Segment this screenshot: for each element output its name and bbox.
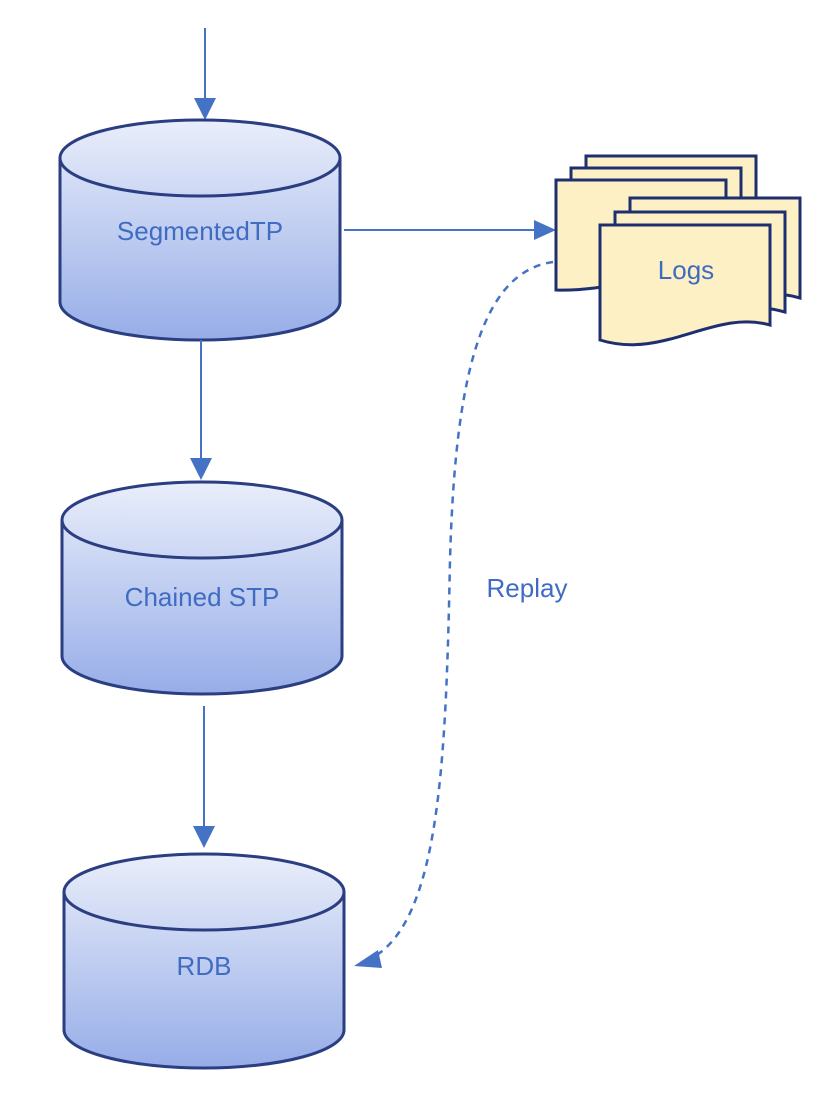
arrow-segmentedtp-to-logs	[344, 220, 556, 240]
logs-label: Logs	[658, 255, 714, 285]
rdb-label: RDB	[177, 951, 232, 981]
segmented-tp-node: SegmentedTP	[58, 118, 342, 342]
arrow-chained-stp-to-rdb	[193, 706, 215, 848]
logs-node: Logs	[554, 154, 802, 347]
cylinder-icon	[62, 852, 346, 1070]
arrow-segmentedtp-to-chained-stp	[190, 340, 212, 480]
chained-stp-node: Chained STP	[60, 480, 344, 696]
cylinder-icon	[58, 118, 342, 342]
segmented-tp-label: SegmentedTP	[117, 216, 283, 246]
chained-stp-label: Chained STP	[125, 582, 280, 612]
replay-label: Replay	[487, 573, 568, 603]
incoming-arrow	[194, 28, 216, 120]
rdb-node: RDB	[62, 852, 346, 1070]
cylinder-icon	[60, 480, 344, 696]
multi-document-icon	[554, 154, 802, 347]
replay-edge: Replay	[354, 260, 568, 968]
